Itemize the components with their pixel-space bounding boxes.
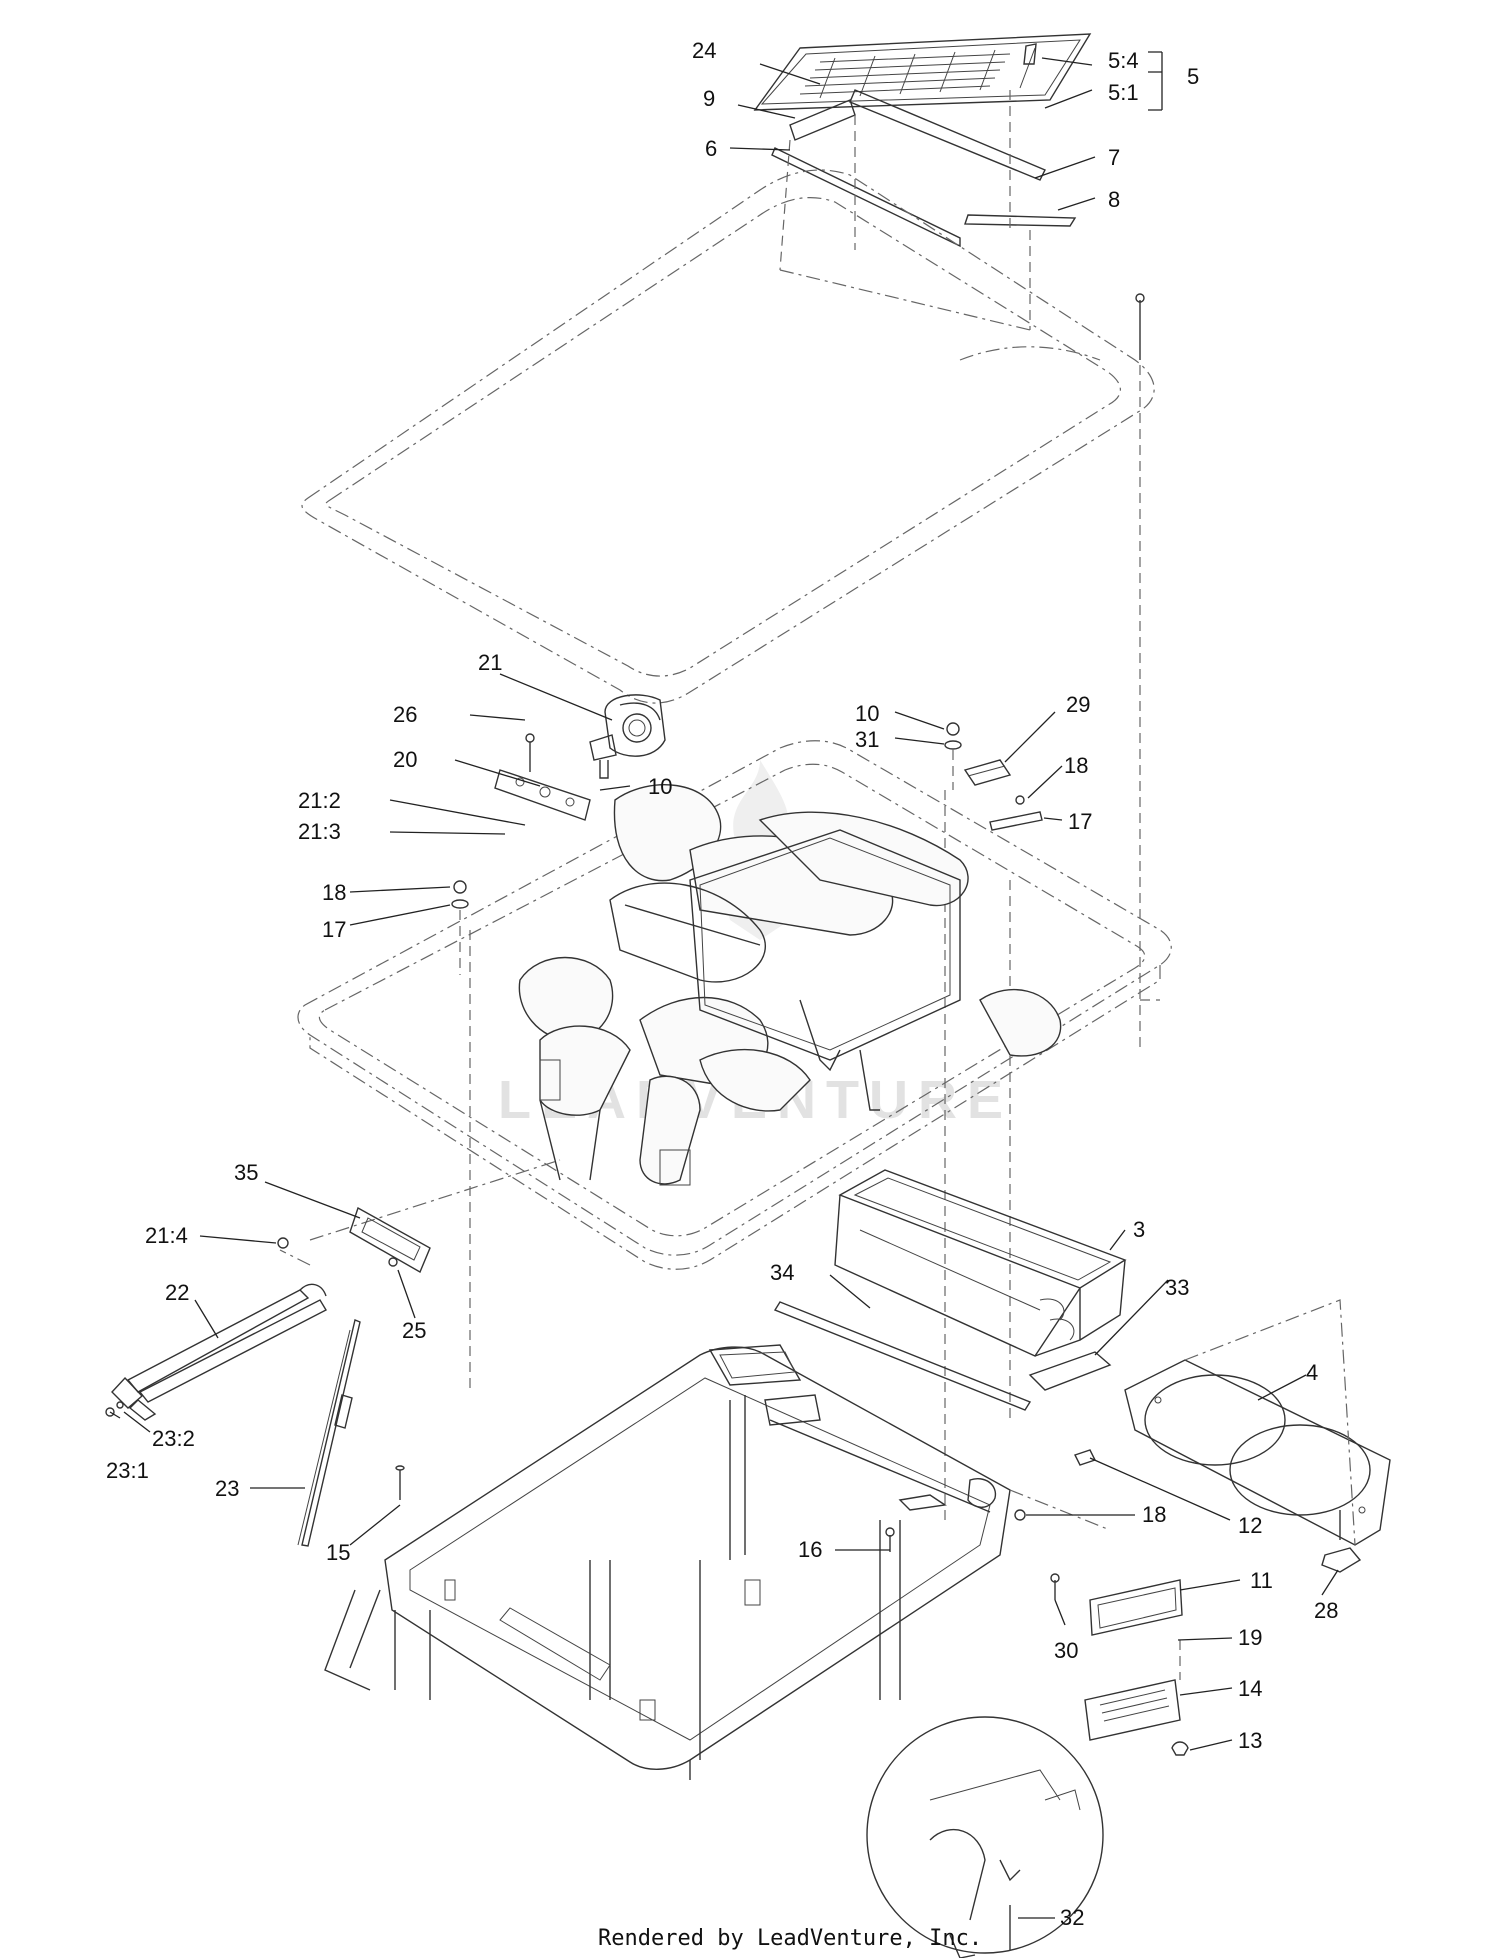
callout-label: 11 — [1250, 1568, 1273, 1593]
alignment-lines — [309, 365, 1160, 1520]
vent-latch — [1023, 43, 1037, 65]
wiper-motor-bracket — [494, 733, 591, 821]
callout-label: 16 — [798, 1537, 822, 1562]
callout-label: 14 — [1238, 1676, 1262, 1701]
gasket-33 — [1028, 1351, 1112, 1391]
filter-11 — [1089, 1579, 1183, 1636]
callout-label: 6 — [705, 136, 717, 161]
callout-label: 18 — [322, 880, 346, 905]
vent-seal-strip — [771, 147, 1077, 248]
callout-label: 33 — [1165, 1275, 1189, 1300]
callout-label: 23:1 — [106, 1458, 149, 1483]
fan-shroud-plate — [1124, 1299, 1391, 1546]
heater-box — [834, 1169, 1127, 1357]
bracket-31 — [989, 795, 1043, 831]
callout-label: 20 — [393, 747, 417, 772]
callout-label: 4 — [1306, 1360, 1318, 1385]
roof-vent-opening-phantom — [779, 90, 1031, 330]
callout-label: 28 — [1314, 1598, 1338, 1623]
callout-label: 17 — [322, 917, 346, 942]
callout-label: 21:4 — [145, 1223, 188, 1248]
callout-label: 21 — [478, 650, 502, 675]
callout-label: 5:1 — [1108, 80, 1139, 105]
callout-label: 9 — [703, 86, 715, 111]
filter-cover-29 — [963, 759, 1012, 786]
housing-hardware — [451, 722, 962, 975]
callout-label: 17 — [1068, 809, 1092, 834]
detail-view-circle — [866, 1716, 1104, 1958]
callout-labels: 24 9 6 5:4 5:1 5 7 8 21 26 20 21:2 21:3 … — [106, 38, 1338, 1930]
callout-label: 23 — [215, 1476, 239, 1501]
callout-label: 18 — [1142, 1502, 1166, 1527]
hvac-ducts-and-blowers — [518, 784, 1062, 1186]
callout-label: 15 — [326, 1540, 350, 1565]
roof-panel — [301, 169, 1155, 704]
gasket-34 — [773, 1301, 1032, 1411]
leader-lines — [109, 51, 1339, 1919]
callout-label: 18 — [1064, 753, 1088, 778]
callout-label: 5 — [1187, 64, 1199, 89]
roof-vent-grille — [753, 33, 1092, 111]
callout-label: 13 — [1238, 1728, 1262, 1753]
callout-label: 5:4 — [1108, 48, 1139, 73]
callout-label: 21:2 — [298, 788, 341, 813]
hvac-housing — [297, 740, 1172, 1270]
callout-label: 10 — [855, 701, 879, 726]
callout-label: 22 — [165, 1280, 189, 1305]
callout-label: 31 — [855, 727, 879, 752]
callout-label: 3 — [1133, 1217, 1145, 1242]
wiper-cover-plate — [349, 1206, 431, 1274]
callout-label: 35 — [234, 1160, 258, 1185]
callout-label: 21:3 — [298, 819, 341, 844]
callout-label: 23:2 — [152, 1426, 195, 1451]
filter-grille-14 — [1084, 1640, 1189, 1756]
roof-panel-hardware — [1135, 293, 1145, 360]
callout-label: 26 — [393, 702, 417, 727]
callout-label: 12 — [1238, 1513, 1262, 1538]
vent-plate — [789, 89, 1046, 181]
fan-knob — [1321, 1510, 1362, 1573]
callout-label: 29 — [1066, 692, 1090, 717]
wiper-hardware — [277, 1237, 398, 1267]
callout-label: 32 — [1060, 1905, 1084, 1930]
callout-label: 24 — [692, 38, 716, 63]
callout-label: 25 — [402, 1318, 426, 1343]
callout-label: 19 — [1238, 1625, 1262, 1650]
wiper-arm-assembly — [105, 1283, 327, 1421]
footer-credit: Rendered by LeadVenture, Inc. — [598, 1926, 982, 1951]
callout-label: 34 — [770, 1260, 794, 1285]
callout-label: 30 — [1054, 1638, 1078, 1663]
wiper-motor — [589, 694, 666, 779]
callout-label: 8 — [1108, 187, 1120, 212]
callout-label: 7 — [1108, 145, 1120, 170]
cab-frame — [324, 1344, 1111, 1780]
callout-label: 10 — [648, 774, 672, 799]
wiper-blade — [297, 1319, 361, 1547]
